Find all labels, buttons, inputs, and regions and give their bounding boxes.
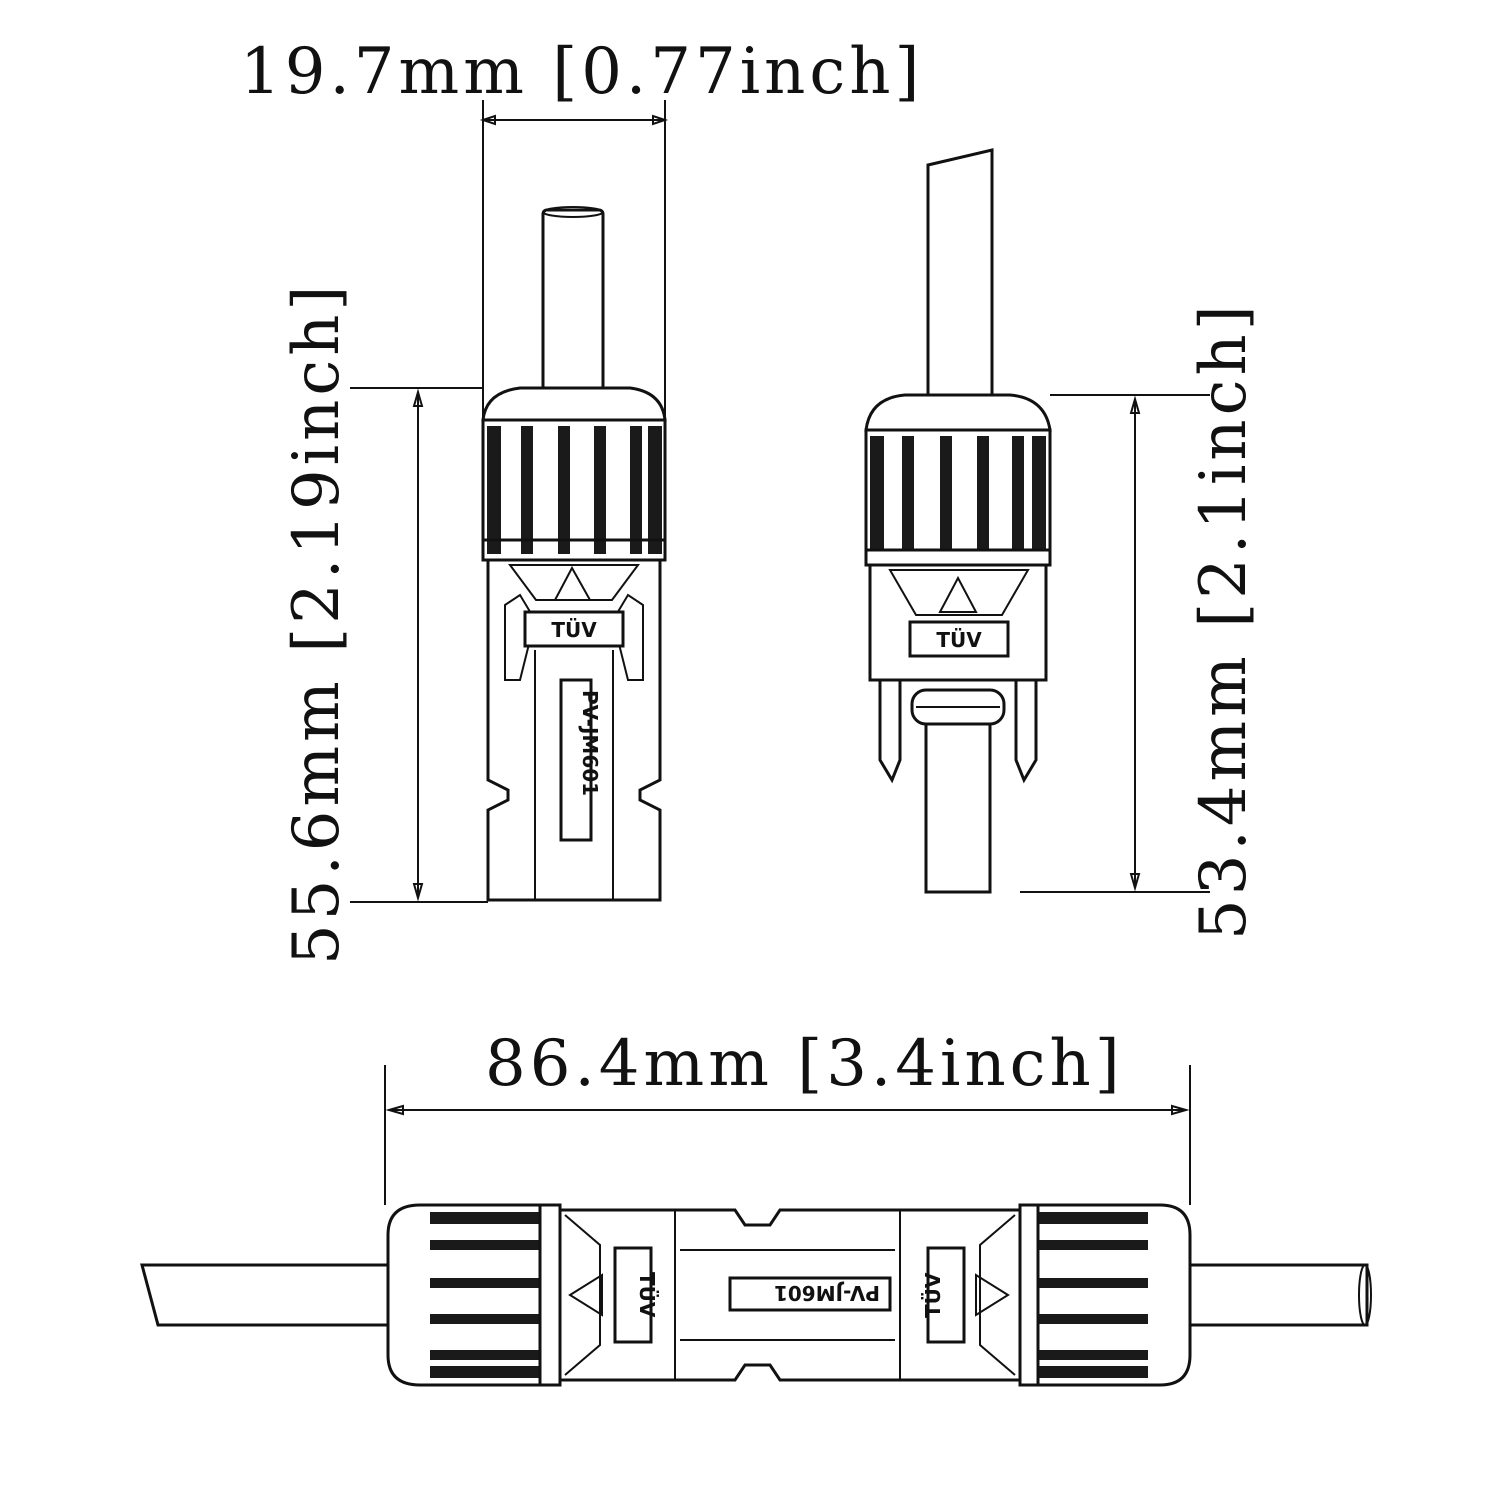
right-mated-certification-mark: TÜV [921, 1272, 945, 1318]
left-height-dimension: 55.6mm [2.19inch] [280, 282, 488, 965]
female-certification-mark: TÜV [936, 628, 982, 652]
right-height-dimension: 53.4mm [2.1inch] [1020, 301, 1261, 940]
male-rating-mark: PV-JM601 [578, 690, 602, 796]
bottom-length-dimension: 86.4mm [3.4inch] [384, 1027, 1191, 1205]
mated-rating-mark: PV-JM601 [774, 1281, 880, 1305]
right-height-dimension-label: 53.4mm [2.1inch] [1187, 301, 1261, 940]
male-connector-side-view: TÜV PV-JM601 [481, 206, 667, 902]
left-mated-certification-mark: TÜV [635, 1272, 659, 1318]
mated-connector-pair: TÜV TÜV PV-JM601 [140, 1203, 1372, 1387]
width-dimension-label: 19.7mm [0.77inch] [240, 35, 923, 109]
width-dimension: 19.7mm [0.77inch] [240, 35, 923, 420]
bottom-length-dimension-label: 86.4mm [3.4inch] [485, 1027, 1124, 1101]
female-connector-side-view: TÜV [864, 148, 1052, 894]
male-certification-mark: TÜV [551, 618, 597, 642]
left-height-dimension-label: 55.6mm [2.19inch] [280, 282, 354, 965]
